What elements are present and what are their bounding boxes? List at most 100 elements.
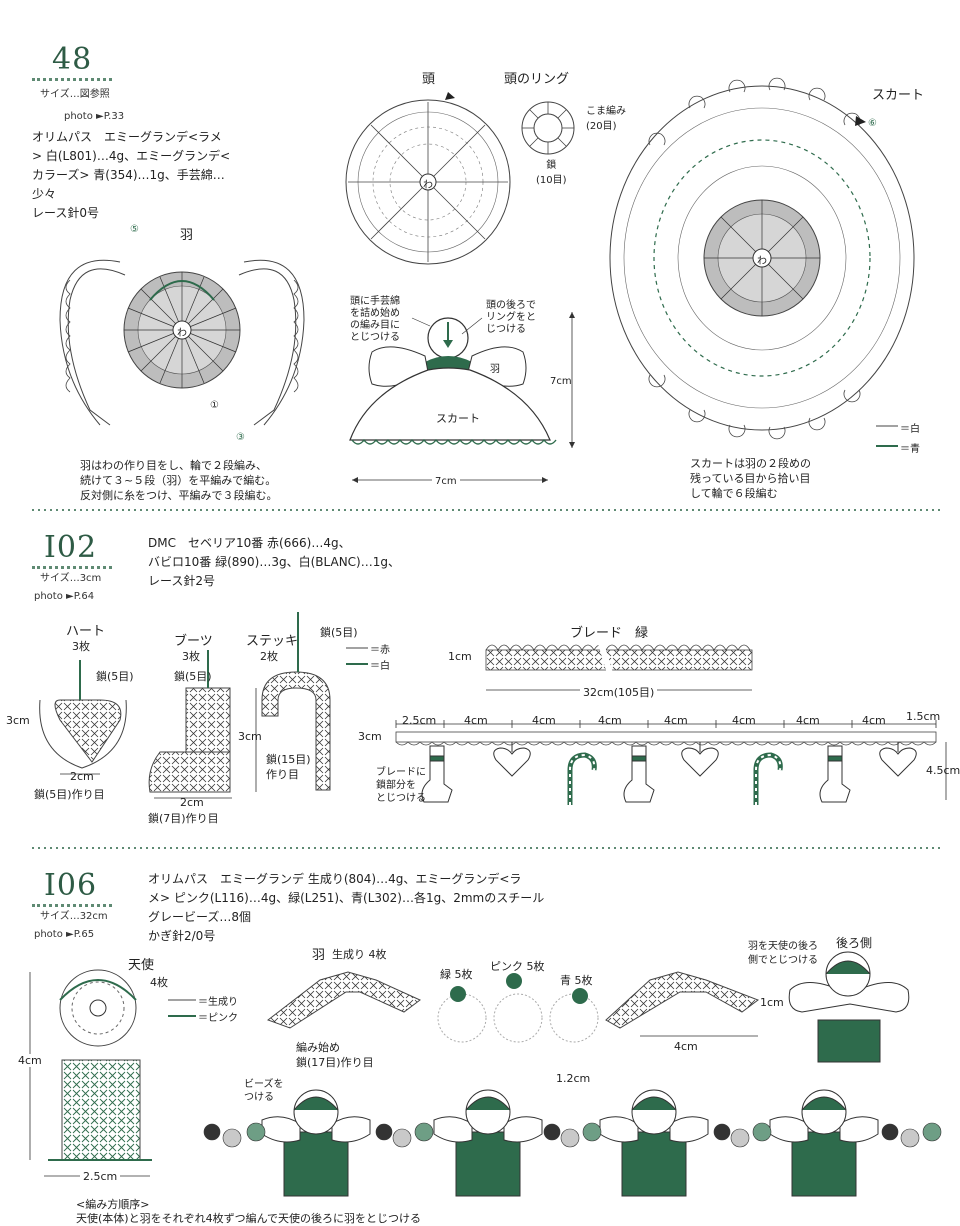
angel-title: 天使 bbox=[128, 958, 155, 973]
koma-label: こま編み (20目) bbox=[586, 106, 626, 132]
order-text: 天使(本体)と羽をそれぞれ4枚ずつ編んで天使の後ろに羽をとじつける bbox=[76, 1212, 422, 1225]
pattern-number: 48 bbox=[52, 42, 93, 77]
back-view bbox=[788, 951, 910, 1063]
row-marker: ① bbox=[210, 400, 219, 411]
braid-height: 1cm bbox=[448, 650, 472, 663]
angel-height: 4cm bbox=[18, 1054, 42, 1067]
pattern-number: I06 bbox=[44, 868, 98, 903]
head-diagram bbox=[345, 92, 511, 265]
stick-title: ステッキ bbox=[246, 634, 299, 649]
wing-instructions: 羽はわの作り目をし、輪で２段編み、 続けて３~５段（羽）を平編みで編む。 反対側… bbox=[80, 459, 278, 502]
heart-height: 3cm bbox=[6, 714, 30, 727]
assembly-diagram bbox=[349, 312, 575, 483]
wing-pattern-106 bbox=[266, 971, 760, 1037]
head-ring-diagram bbox=[521, 101, 575, 155]
assembly-note-left: 頭に手芸綿 を詰め始め の編み目に とじつける bbox=[350, 296, 400, 343]
assembly-wing-label: 羽 bbox=[490, 364, 500, 375]
garland-gap: 4cm bbox=[732, 714, 756, 727]
garland-gap: 4cm bbox=[464, 714, 488, 727]
materials-list: オリムパス エミーグランデ 生成り(804)…4g、エミーグランデ<ラ メ> ピ… bbox=[148, 872, 545, 943]
angel-garland bbox=[203, 1089, 942, 1197]
size-info: サイズ…図参照 bbox=[40, 89, 110, 100]
materials-list: DMC セベリア10番 赤(666)…4g、 バビロ10番 緑(890)…3g、… bbox=[148, 536, 400, 588]
garland-gap: 1.5cm bbox=[906, 710, 941, 723]
head-ring-title: 頭のリング bbox=[504, 72, 570, 87]
boots-diagram bbox=[148, 650, 257, 799]
wing-sub: 生成り 4枚 bbox=[332, 948, 387, 961]
stick-diagram bbox=[261, 612, 368, 791]
assembly-note-right: 頭の後ろで リングをと じつける bbox=[486, 300, 536, 335]
legend-kinari: ＝生成り bbox=[198, 997, 238, 1008]
photo-ref: photo ►P.64 bbox=[34, 591, 95, 602]
photo-ref: photo ►P.33 bbox=[64, 111, 125, 122]
stick-qty: 2枚 bbox=[260, 650, 278, 663]
garland-gap: 4cm bbox=[796, 714, 820, 727]
chain-label: 鎖 (10目) bbox=[536, 160, 567, 186]
ball-size: 1.2cm bbox=[556, 1072, 591, 1085]
garland-diagram bbox=[395, 720, 947, 805]
back-note: 羽を天使の後ろ 側でとじつける bbox=[748, 941, 818, 966]
legend-blue: ＝青 bbox=[900, 444, 920, 455]
skirt-diagram bbox=[609, 77, 915, 440]
back-title: 後ろ側 bbox=[836, 936, 873, 950]
size-info: サイズ…3cm bbox=[40, 573, 102, 584]
row-marker: ③ bbox=[236, 432, 245, 443]
legend-white: ＝白 bbox=[370, 661, 390, 672]
wa-label-skirt: わ bbox=[757, 256, 767, 267]
order-title: <編み方順序> bbox=[76, 1198, 150, 1211]
skirt-instructions: スカートは羽の２段めの 残っている目から拾い目 して輪で６段編む bbox=[690, 457, 811, 500]
garland-height: 4.5cm bbox=[926, 764, 960, 777]
angel-width: 2.5cm bbox=[80, 1170, 121, 1183]
stick-height: 3cm bbox=[358, 730, 382, 743]
row-marker: ⑤ bbox=[130, 224, 139, 235]
legend-red: ＝赤 bbox=[370, 645, 390, 656]
photo-ref: photo ►P.65 bbox=[34, 929, 95, 940]
pattern-number: I02 bbox=[44, 530, 98, 565]
width-label: 7cm bbox=[432, 476, 460, 487]
divider bbox=[32, 904, 112, 907]
wing-title: 羽 bbox=[312, 948, 326, 963]
boots-width: 2cm bbox=[180, 796, 204, 809]
heart-start: 鎖(5目)作り目 bbox=[34, 788, 105, 801]
heart-qty: 3枚 bbox=[72, 640, 90, 653]
pink-qty: ピンク 5枚 bbox=[490, 960, 545, 973]
wing-start: 編み始め 鎖(17目)作り目 bbox=[296, 1041, 374, 1069]
divider bbox=[32, 78, 112, 81]
divider bbox=[32, 566, 112, 569]
garland-gap: 4cm bbox=[532, 714, 556, 727]
wing-title: 羽 bbox=[180, 228, 194, 243]
legend-white: ＝白 bbox=[900, 424, 920, 435]
garland-gap: 4cm bbox=[664, 714, 688, 727]
boots-qty: 3枚 bbox=[182, 650, 200, 663]
braid-title: ブレード 緑 bbox=[570, 626, 649, 641]
materials-list: オリムパス エミーグランデ<ラメ > 白(L801)…4g、エミーグランデ< カ… bbox=[32, 130, 231, 220]
wa-label: わ bbox=[177, 328, 187, 339]
garland-gap: 4cm bbox=[598, 714, 622, 727]
skirt-title: スカート bbox=[872, 88, 925, 103]
size-info: サイズ…32cm bbox=[40, 911, 108, 922]
blue-qty: 青 5枚 bbox=[560, 974, 593, 987]
garland-gap: 2.5cm bbox=[402, 714, 437, 727]
heart-title: ハート bbox=[66, 624, 106, 639]
heart-width: 2cm bbox=[70, 770, 94, 783]
row-marker: ⑥ bbox=[868, 118, 877, 129]
legend-pink: ＝ピンク bbox=[198, 1013, 238, 1024]
boots-start: 鎖(7目)作り目 bbox=[148, 812, 219, 825]
ball-motifs bbox=[437, 973, 599, 1043]
head-title: 頭 bbox=[422, 72, 436, 87]
boots-title: ブーツ bbox=[174, 634, 213, 649]
heart-diagram bbox=[39, 660, 127, 775]
boots-height: 3cm bbox=[238, 730, 262, 743]
heart-chain: 鎖(5目) bbox=[96, 670, 134, 683]
garland-gap: 4cm bbox=[862, 714, 886, 727]
braid-diagram bbox=[485, 639, 753, 691]
stick-start: 鎖(15目) 作り目 bbox=[266, 753, 311, 781]
wing-diagram bbox=[59, 259, 305, 426]
angel-diagram bbox=[29, 969, 196, 1177]
garland-note: ブレードに 鎖部分を とじつける bbox=[376, 767, 426, 804]
boots-chain: 鎖(5目) bbox=[174, 670, 212, 683]
wa-label-head: わ bbox=[423, 180, 433, 191]
green-qty: 緑 5枚 bbox=[440, 968, 473, 981]
wing-height: 1cm bbox=[760, 996, 784, 1009]
